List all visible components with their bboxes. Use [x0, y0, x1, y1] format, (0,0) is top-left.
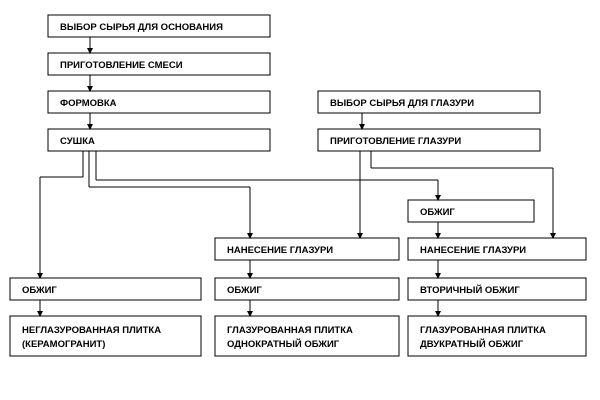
box-output-glazed-double-firing: ГЛАЗУРОВАННАЯ ПЛИТКА ДВУКРАТНЫЙ ОБЖИГ [407, 315, 587, 357]
box-label: ПРИГОТОВЛЕНИЕ СМЕСИ [60, 60, 183, 71]
box-label: СУШКА [60, 136, 95, 147]
box-mix-preparation: ПРИГОТОВЛЕНИЕ СМЕСИ [47, 52, 271, 76]
box-forming: ФОРМОВКА [47, 90, 271, 114]
box-label: ОБЖИГ [420, 207, 455, 218]
box-glaze-preparation: ПРИГОТОВЛЕНИЕ ГЛАЗУРИ [317, 128, 541, 152]
box-label: ВЫБОР СЫРЬЯ ДЛЯ ОСНОВАНИЯ [60, 22, 223, 33]
box-label: ВТОРИЧНЫЙ ОБЖИГ [420, 284, 520, 296]
box-label-line-2: (КЕРАМОГРАНИТ) [22, 339, 105, 350]
box-label: ОБЖИГ [227, 285, 262, 296]
box-select-glaze-material: ВЫБОР СЫРЬЯ ДЛЯ ГЛАЗУРИ [317, 90, 541, 114]
box-firing-mid: ОБЖИГ [407, 199, 535, 223]
box-output-unglazed-tile: НЕГЛАЗУРОВАННАЯ ПЛИТКА (КЕРАМОГРАНИТ) [9, 315, 202, 357]
box-label: ОБЖИГ [22, 285, 57, 296]
arrow-drying-to-glaze-apply-center [88, 151, 253, 239]
box-label-line-2: ДВУКРАТНЫЙ ОБЖИГ [420, 338, 524, 350]
box-label: ФОРМОВКА [60, 98, 117, 109]
box-label-line-1: НЕГЛАЗУРОВАННАЯ ПЛИТКА [22, 325, 161, 336]
box-firing-left: ОБЖИГ [9, 277, 202, 301]
box-output-glazed-single-firing: ГЛАЗУРОВАННАЯ ПЛИТКА ОДНОКРАТНЫЙ ОБЖИГ [214, 315, 400, 357]
box-firing-center: ОБЖИГ [214, 277, 400, 301]
box-label-line-2: ОДНОКРАТНЫЙ ОБЖИГ [227, 338, 340, 350]
box-drying: СУШКА [47, 128, 271, 152]
box-second-firing: ВТОРИЧНЫЙ ОБЖИГ [407, 277, 587, 301]
box-select-base-material: ВЫБОР СЫРЬЯ ДЛЯ ОСНОВАНИЯ [47, 14, 271, 38]
box-label-line-1: ГЛАЗУРОВАННАЯ ПЛИТКА [420, 325, 546, 336]
arrow-drying-to-firing-left [37, 151, 84, 279]
box-glaze-apply-center: НАНЕСЕНИЕ ГЛАЗУРИ [214, 237, 400, 261]
box-label: НАНЕСЕНИЕ ГЛАЗУРИ [227, 245, 333, 256]
arrow-glaze-prep-to-glaze-apply-right [370, 151, 556, 239]
box-label-line-1: ГЛАЗУРОВАННАЯ ПЛИТКА [227, 325, 353, 336]
box-label: ПРИГОТОВЛЕНИЕ ГЛАЗУРИ [330, 136, 461, 147]
box-label: НАНЕСЕНИЕ ГЛАЗУРИ [420, 245, 526, 256]
box-glaze-apply-right: НАНЕСЕНИЕ ГЛАЗУРИ [407, 237, 587, 261]
arrow-drying-to-firing-mid [95, 151, 441, 201]
box-label: ВЫБОР СЫРЬЯ ДЛЯ ГЛАЗУРИ [330, 98, 474, 109]
